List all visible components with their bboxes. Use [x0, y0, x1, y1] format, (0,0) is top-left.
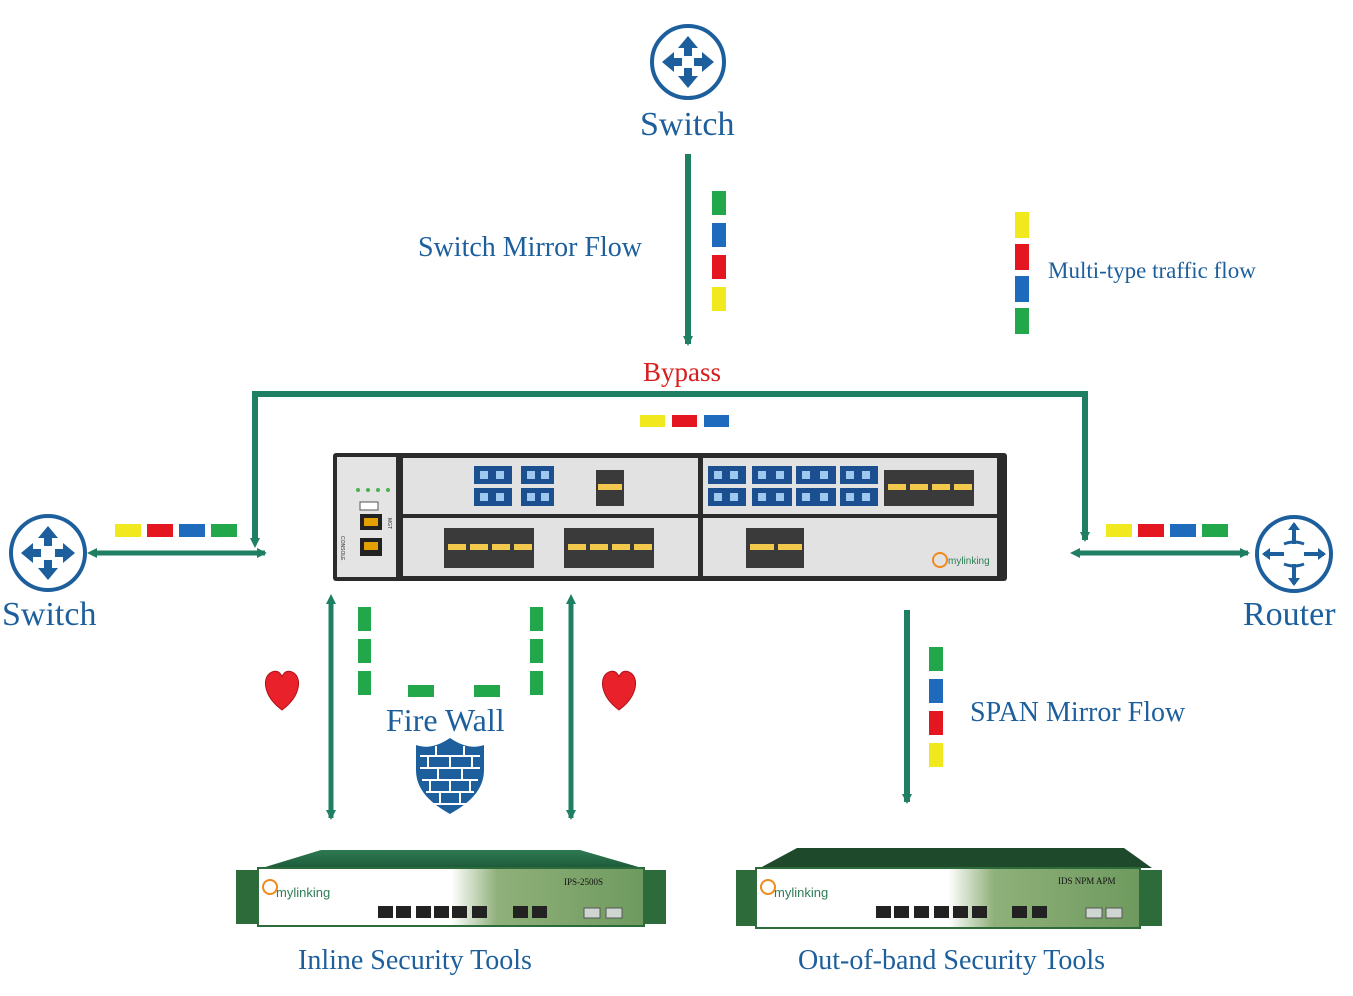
inline-security-appliance [236, 850, 666, 927]
heart-icon-right [601, 670, 637, 711]
inline-tools-label: Inline Security Tools [298, 945, 532, 976]
firewall-label: Fire Wall [386, 702, 505, 738]
packets-switch-mirror [712, 191, 726, 311]
console-port-label: CONSOLE [339, 536, 345, 561]
packets-left-link [115, 524, 237, 537]
inline-brand-logo: mylinking [276, 885, 331, 900]
firewall-shield-icon [416, 738, 484, 814]
bypass-appliance [333, 453, 1007, 581]
bypass-line [250, 391, 1090, 548]
switch-mirror-flow-label: Switch Mirror Flow [418, 232, 642, 263]
top-switch-label: Switch [640, 106, 735, 143]
span-mirror-flow-label: SPAN Mirror Flow [970, 697, 1186, 728]
bypass-label: Bypass [643, 357, 722, 387]
left-switch-label: Switch [2, 596, 97, 633]
inline-model-label: IPS-2500S [564, 877, 604, 887]
switch-icon-left [9, 514, 87, 592]
oob-brand-logo: mylinking [774, 885, 829, 900]
multi-type-traffic-label: Multi-type traffic flow [1048, 258, 1256, 283]
mgt-port-label: MGT [386, 518, 392, 530]
router-label: Router [1243, 596, 1336, 633]
oob-security-appliance [736, 848, 1162, 929]
packets-span-mirror [929, 647, 943, 767]
bypass-brand-logo: mylinking [948, 556, 990, 567]
heart-icon-left [264, 670, 300, 711]
packets-right-link [1106, 524, 1228, 537]
packets-firewall-path [358, 607, 543, 697]
packets-bypass [640, 415, 729, 427]
router-icon [1255, 515, 1333, 593]
oob-model-label: IDS NPM APM [1058, 876, 1116, 886]
switch-icon-top [650, 24, 726, 100]
packets-legend [1015, 212, 1029, 334]
oob-tools-label: Out-of-band Security Tools [798, 945, 1106, 976]
